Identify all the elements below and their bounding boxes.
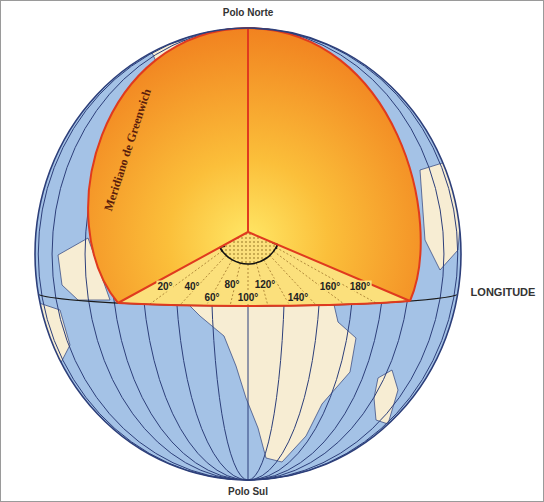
degree-label: 20° — [156, 281, 173, 292]
globe-sea — [35, 28, 461, 480]
degree-label: 100° — [237, 292, 260, 303]
degree-label: 140° — [287, 292, 310, 303]
degree-label: 160° — [319, 281, 342, 292]
equator-line — [35, 292, 461, 306]
angle-fill — [220, 232, 278, 264]
degree-label: 40° — [183, 281, 200, 292]
degree-label: 60° — [203, 292, 220, 303]
angle-arc — [220, 245, 278, 265]
degree-label: 80° — [223, 279, 240, 290]
sector-dashes — [150, 232, 376, 306]
axis-label: LONGITUDE — [471, 286, 536, 298]
degree-label: 120° — [254, 279, 277, 290]
meridian-lines — [38, 28, 457, 480]
degree-label: 180° — [349, 281, 372, 292]
globe-outline — [35, 28, 461, 480]
equator-sector — [118, 232, 410, 306]
meridian-label: Meridiano de Greenwich — [102, 87, 154, 213]
pole-label: Polo Norte — [223, 7, 274, 18]
pole-label: Polo Sul — [228, 486, 268, 497]
